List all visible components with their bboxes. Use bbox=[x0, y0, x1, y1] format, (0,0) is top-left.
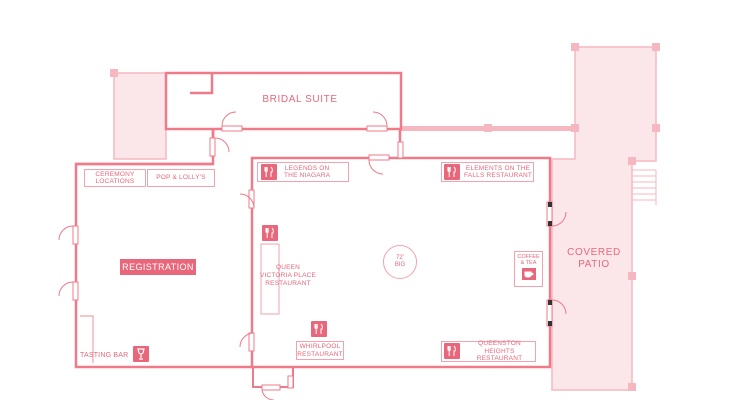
ceremony-line-1: CEREMONY bbox=[95, 170, 135, 178]
queenston-heights-box[interactable]: QUEENSTON HEIGHTS RESTAURANT bbox=[441, 340, 536, 363]
queenston-line-2: RESTAURANT bbox=[476, 355, 523, 363]
legends-on-the-niagara-box[interactable]: LEGENDS ON THE NIAGARA bbox=[257, 162, 349, 182]
fork-knife-icon bbox=[261, 164, 277, 180]
queen-victoria-line-1: QUEEN bbox=[275, 264, 301, 271]
patio-stairs bbox=[632, 169, 657, 205]
whirlpool-line-2: RESTAURANT bbox=[297, 350, 343, 358]
coffee-line-2: & TEA bbox=[520, 260, 537, 266]
fork-knife-icon bbox=[262, 225, 278, 241]
wine-glass-icon bbox=[133, 346, 149, 362]
queen-victoria-line-2: VICTORIA PLACE bbox=[259, 272, 317, 279]
whirlpool-line-1: WHIRLPOOL bbox=[299, 343, 341, 350]
queenston-line-1: QUEENSTON HEIGHTS bbox=[478, 340, 521, 355]
elements-on-the-falls-box[interactable]: ELEMENTS ON THE FALLS RESTAURANT bbox=[441, 162, 534, 182]
coffee-line-1: COFFEE bbox=[517, 254, 540, 260]
table-size: 72' bbox=[396, 255, 404, 261]
door-jambs bbox=[548, 202, 552, 326]
table-type: BIG bbox=[394, 262, 406, 268]
legends-line-1: LEGENDS ON bbox=[284, 164, 330, 172]
fork-knife-icon bbox=[444, 164, 460, 180]
registration-label[interactable]: REGISTRATION bbox=[120, 259, 196, 275]
tasting-bar-label: TASTING BAR bbox=[80, 352, 129, 359]
pop-lollys-label: POP & LOLLY'S bbox=[156, 174, 206, 182]
whirlpool-restaurant-box[interactable]: WHIRLPOOL RESTAURANT bbox=[296, 341, 344, 360]
round-table[interactable]: 72' BIG bbox=[383, 245, 417, 279]
fork-knife-icon bbox=[444, 343, 460, 359]
elements-text: ELEMENTS ON THE FALLS RESTAURANT bbox=[464, 165, 532, 180]
covered-patio-label: COVERED PATIO bbox=[555, 247, 633, 271]
ceremony-line-2: LOCATIONS bbox=[95, 178, 135, 185]
elements-line-1: ELEMENTS ON THE bbox=[465, 164, 531, 172]
doors bbox=[58, 111, 567, 400]
fork-knife-icon bbox=[311, 321, 327, 337]
bridal-suite-label: BRIDAL SUITE bbox=[262, 94, 338, 105]
queenston-text: QUEENSTON HEIGHTS RESTAURANT bbox=[464, 340, 535, 363]
ceremony-locations-box[interactable]: CEREMONY LOCATIONS bbox=[84, 169, 146, 187]
queen-victoria-place-label[interactable]: QUEEN VICTORIA PLACE RESTAURANT bbox=[258, 264, 318, 288]
covered-patio-line-1: COVERED bbox=[567, 247, 621, 258]
coffee-tea-station[interactable]: COFFEE & TEA bbox=[514, 251, 543, 287]
patio-posts bbox=[110, 43, 660, 391]
legends-text: LEGENDS ON THE NIAGARA bbox=[284, 165, 330, 180]
patio-area bbox=[113, 46, 657, 391]
queen-victoria-line-3: RESTAURANT bbox=[265, 280, 311, 287]
coffee-cup-icon bbox=[521, 268, 536, 280]
elements-line-2: FALLS RESTAURANT bbox=[464, 172, 533, 179]
pop-lollys-box[interactable]: POP & LOLLY'S bbox=[147, 169, 215, 187]
covered-patio-line-2: PATIO bbox=[578, 259, 610, 270]
legends-line-2: THE NIAGARA bbox=[284, 172, 331, 179]
